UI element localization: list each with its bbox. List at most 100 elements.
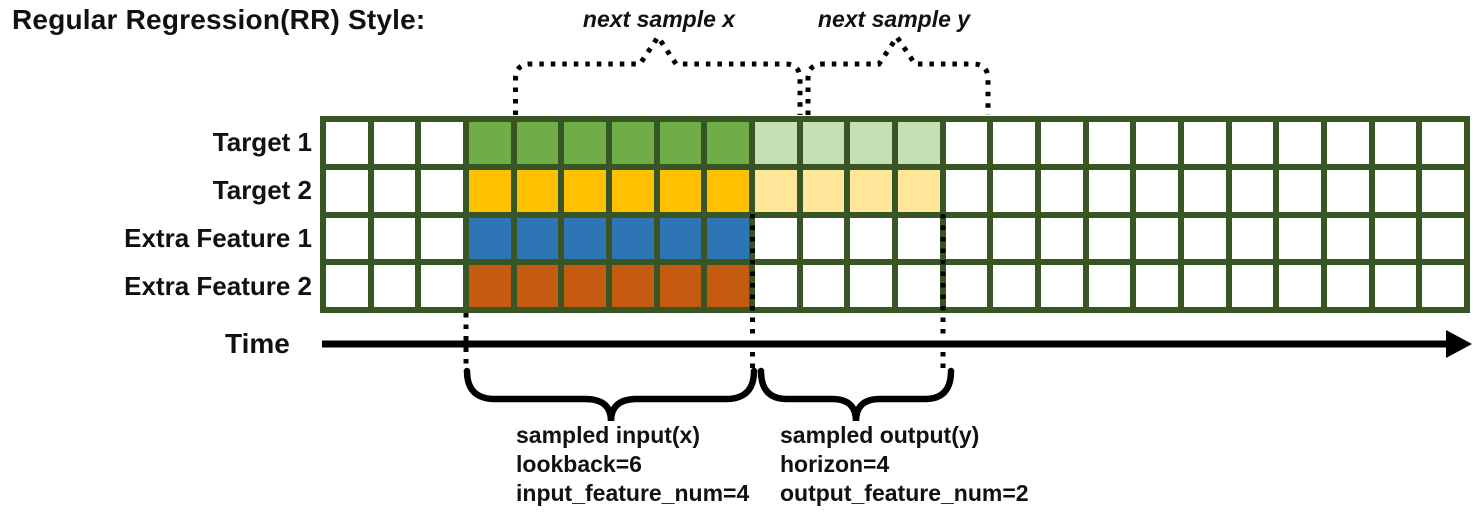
grid-cell <box>612 265 654 307</box>
grid-cell <box>326 169 368 212</box>
grid-cell <box>1088 169 1131 212</box>
row-label: Extra Feature 2 <box>124 270 312 301</box>
grid-cell <box>326 122 368 164</box>
grid-cell <box>1088 217 1131 260</box>
grid-cell <box>945 122 988 164</box>
grid-cell <box>659 217 702 260</box>
grid-cell <box>755 217 797 260</box>
sampled-output-brace <box>757 367 955 422</box>
grid-cell <box>659 265 702 307</box>
next-sample-y-brace <box>805 32 991 115</box>
grid-cell <box>516 265 559 307</box>
grid-cell <box>898 265 940 307</box>
grid-cell <box>1279 217 1321 260</box>
next-sample-x-label: next sample x <box>582 6 736 32</box>
grid-cell <box>850 122 892 164</box>
grid-cell <box>469 217 511 260</box>
grid-cell <box>993 169 1035 212</box>
grid-cell <box>707 122 749 164</box>
grid-cell <box>755 122 797 164</box>
next-sample-y-label: next sample y <box>817 6 971 32</box>
grid-cell <box>850 217 892 260</box>
grid-cell <box>1088 122 1131 164</box>
grid-cell <box>802 122 845 164</box>
time-axis-label: Time <box>225 328 290 359</box>
row-label: Extra Feature 1 <box>124 222 312 253</box>
grid-cell <box>469 265 511 307</box>
grid-cell <box>1279 122 1321 164</box>
diagram-title: Regular Regression(RR) Style: <box>12 4 426 35</box>
grid-cell <box>421 265 463 307</box>
grid-cell <box>945 265 988 307</box>
sampled-output-line1: sampled output(y) <box>780 422 980 448</box>
grid-cell <box>1184 217 1226 260</box>
grid-cell <box>1279 265 1321 307</box>
grid-cell <box>1374 122 1417 164</box>
grid-cell <box>373 217 416 260</box>
grid-cell <box>898 169 940 212</box>
grid-cell <box>802 217 845 260</box>
sampled-output-line3: output_feature_num=2 <box>780 480 1029 506</box>
sampled-input-line2: lookback=6 <box>516 451 642 477</box>
grid-cell <box>421 122 463 164</box>
grid-cell <box>516 169 559 212</box>
grid-cell <box>469 169 511 212</box>
row-label: Target 2 <box>212 175 312 206</box>
grid-cell <box>1327 217 1369 260</box>
grid-cell <box>1136 217 1178 260</box>
grid-cell <box>898 217 940 260</box>
next-sample-x-brace <box>513 32 803 115</box>
grid-cell <box>1422 122 1464 164</box>
grid-cell <box>659 122 702 164</box>
grid-cell <box>516 217 559 260</box>
grid-cell <box>373 265 416 307</box>
grid-cell <box>1327 122 1369 164</box>
grid-cell <box>1041 265 1083 307</box>
sampled-input-brace <box>463 367 758 422</box>
grid-cell <box>1231 265 1274 307</box>
grid-cell <box>993 217 1035 260</box>
sampled-output-line2: horizon=4 <box>780 451 890 477</box>
grid-cell <box>1041 122 1083 164</box>
sampled-input-line3: input_feature_num=4 <box>516 480 750 506</box>
grid-cell <box>421 169 463 212</box>
grid-cell <box>850 265 892 307</box>
grid-cell <box>755 169 797 212</box>
grid-cell <box>564 122 606 164</box>
grid-cell <box>707 169 749 212</box>
grid-cell <box>1136 169 1178 212</box>
grid-cell <box>1327 169 1369 212</box>
sample-grid <box>320 116 1470 313</box>
grid-cell <box>707 265 749 307</box>
grid-cell <box>1184 265 1226 307</box>
grid-cell <box>1374 265 1417 307</box>
grid-cell <box>1136 265 1178 307</box>
grid-cell <box>707 217 749 260</box>
grid-cell <box>1231 122 1274 164</box>
grid-cell <box>945 217 988 260</box>
grid-cell <box>516 122 559 164</box>
grid-cell <box>898 122 940 164</box>
grid-cell <box>1088 265 1131 307</box>
grid-cell <box>469 122 511 164</box>
grid-cell <box>802 169 845 212</box>
grid-cell <box>1279 169 1321 212</box>
grid-cell <box>564 217 606 260</box>
grid-cell <box>1136 122 1178 164</box>
grid-cell <box>373 169 416 212</box>
grid-cell <box>1231 217 1274 260</box>
grid-cell <box>945 169 988 212</box>
grid-cell <box>993 122 1035 164</box>
grid-cell <box>659 169 702 212</box>
grid-cell <box>1422 217 1464 260</box>
grid-cell <box>1374 217 1417 260</box>
sampled-input-line1: sampled input(x) <box>516 422 701 448</box>
grid-cell <box>802 265 845 307</box>
grid-cell <box>1184 169 1226 212</box>
grid-cell <box>1184 122 1226 164</box>
grid-cell <box>755 265 797 307</box>
time-axis-arrowhead <box>1446 330 1472 358</box>
sampled-output-annotation: sampled output(y) horizon=4 output_featu… <box>780 421 1029 508</box>
